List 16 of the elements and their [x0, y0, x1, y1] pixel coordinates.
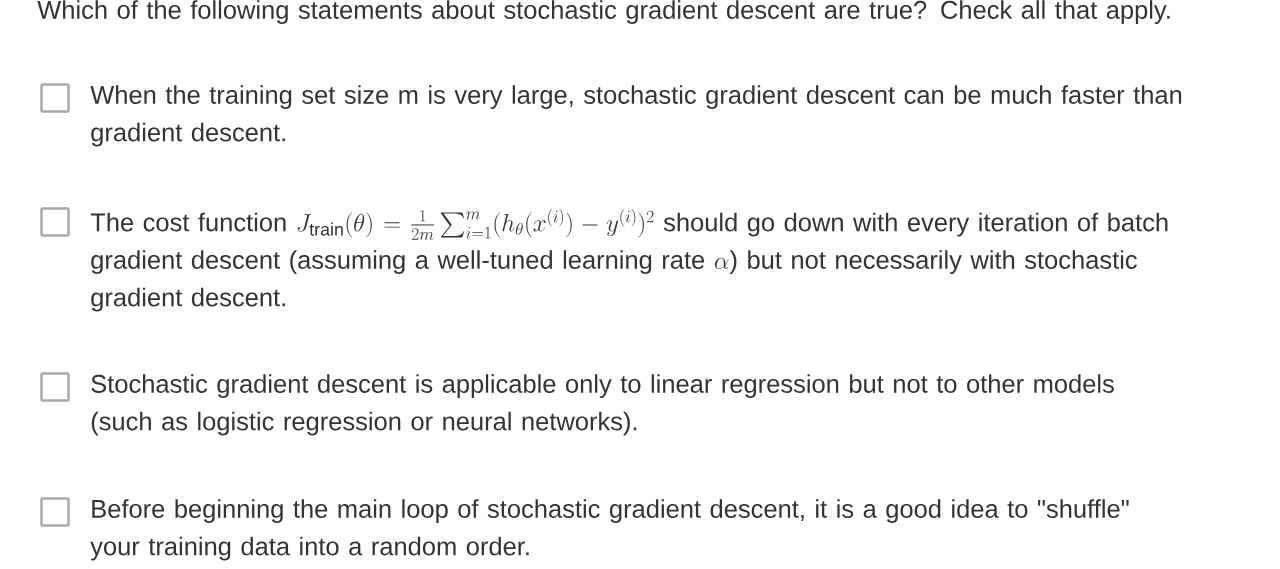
node-label: gradient descent. — [91, 287, 285, 312]
checkbox — [40, 83, 70, 113]
checkbox — [40, 372, 70, 402]
node-label: should go down with every iteration of batch — [663, 212, 1168, 237]
checkbox — [40, 207, 70, 237]
option-text: The cost function $J_{\mathrm{train}}(\theta) = \frac{1}{2m}\sum_{i=1}^{m}(h_{\theta}(x^{(i)}) - y^{(i)})^{2}$ should go down with every iteration of batch gradient descent (assuming a well-tuned learning rate $\alpha$) but not necessarily with stochastic gradient descent. — [90, 209, 1168, 312]
node-label: ) but not necessarily with stochastic — [729, 250, 1137, 274]
node-label: $J_{\mathrm{train}}(\theta) = \frac{1}{2m}\sum_{i=1}^{m}(h_{\theta}(x^{(i)}) - y^{(i)})^{2}$ — [297, 209, 654, 240]
node-label: The cost function — [90, 212, 286, 232]
node-label: gradient descent (assuming a well-tuned learning rate — [91, 250, 705, 274]
option-text: When the training set size m is very large, stochastic gradient descent can be much faster than gradient descent. — [90, 85, 1182, 147]
node-label: $\alpha$ — [714, 257, 729, 269]
option-text: Before beginning the main loop of stochastic gradient descent, it is a good idea to "shuffle" your training data into a random order. — [90, 499, 1129, 561]
question-text: Which of the following statements about stochastic gradient descent are true? Check all that apply. — [37, 0, 1170, 24]
checkbox — [40, 497, 70, 527]
option-text: Stochastic gradient descent is applicable only to linear regression but not to other models (such as logistic regression or neural networks). — [91, 374, 1114, 436]
